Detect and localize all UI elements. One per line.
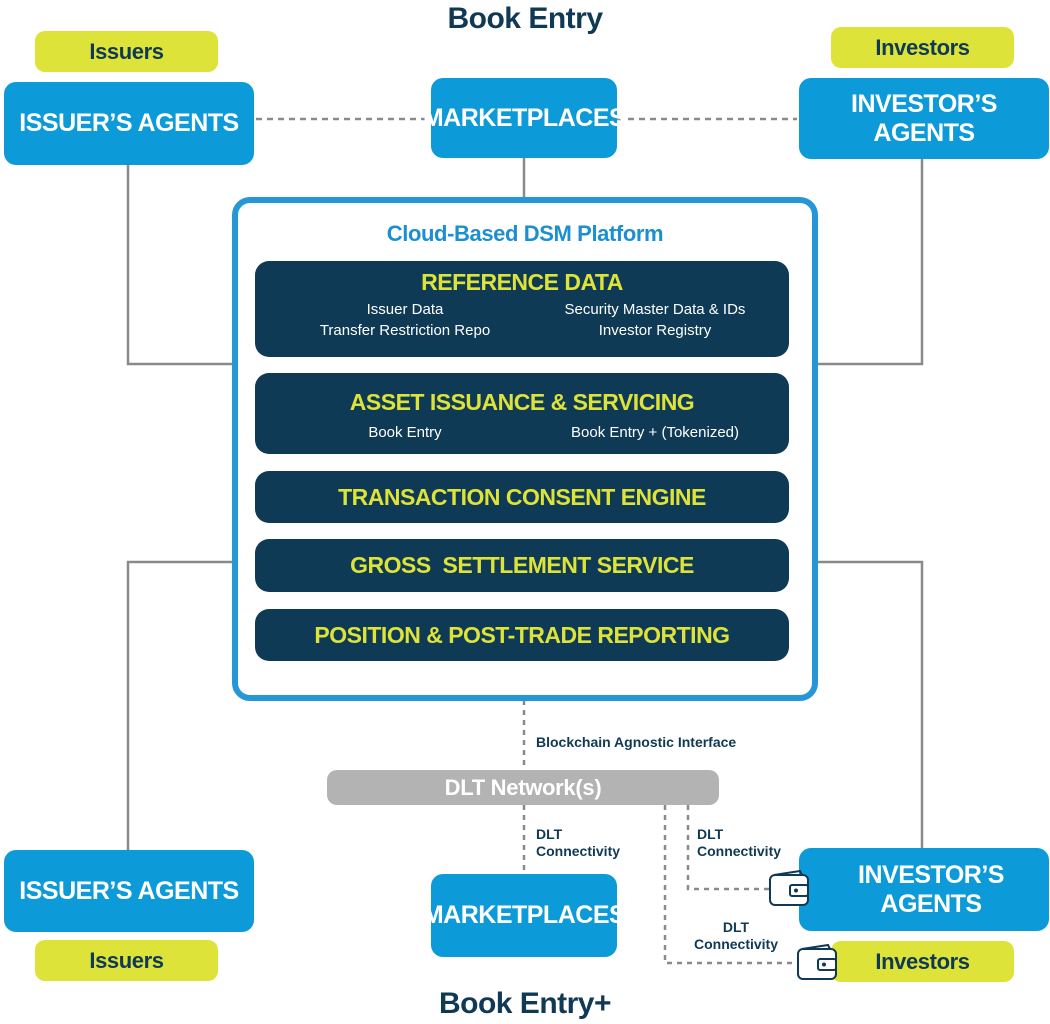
connector-dlt-investor-agents bbox=[686, 805, 770, 891]
wallet-icon bbox=[769, 869, 809, 906]
wallet-icon bbox=[797, 943, 837, 980]
position-reporting-title: POSITION & POST-TRADE REPORTING bbox=[314, 621, 730, 648]
investor-agents-box-top: INVESTOR’S AGENTS bbox=[799, 78, 1049, 159]
issuer-agents-label: ISSUER’S AGENTS bbox=[19, 109, 239, 137]
investor-registry-label: Investor Registry bbox=[598, 322, 712, 339]
reference-data-layer: REFERENCE DATA Issuer Data Security Mast… bbox=[255, 261, 789, 357]
dlt-connectivity-note-marketplaces: DLT Connectivity bbox=[536, 826, 636, 862]
book-entry-title: Book Entry bbox=[447, 2, 603, 35]
dlt-network-label: DLT Network(s) bbox=[444, 774, 602, 800]
transaction-consent-title: TRANSACTION CONSENT ENGINE bbox=[338, 483, 706, 510]
issuer-agents-box-bottom: ISSUER’S AGENTS bbox=[4, 850, 254, 932]
book-entry-label: Book Entry bbox=[368, 424, 442, 441]
gross-settlement-layer: GROSS SETTLEMENT SERVICE bbox=[255, 539, 789, 592]
book-entry-tokenized-label: Book Entry + (Tokenized) bbox=[571, 424, 739, 441]
dlt-note-line2: Connectivity bbox=[693, 936, 778, 952]
investor-agents-box-bottom: INVESTOR’S AGENTS bbox=[799, 848, 1049, 931]
connector-top-investor-platform bbox=[818, 158, 924, 366]
book-entry-plus-title: Book Entry+ bbox=[438, 987, 612, 1020]
dlt-note-line1: DLT bbox=[722, 919, 750, 935]
issuer-agents-label: ISSUER’S AGENTS bbox=[19, 876, 239, 905]
dlt-note-line1: DLT bbox=[697, 826, 724, 842]
dlt-note-line1: DLT bbox=[536, 826, 563, 842]
transfer-restriction-label: Transfer Restriction Repo bbox=[319, 322, 491, 339]
investor-agents-label: INVESTOR’S AGENTS bbox=[858, 860, 1004, 918]
dlt-note-line2: Connectivity bbox=[536, 843, 621, 859]
marketplaces-box-top: MARKETPLACES bbox=[423, 78, 626, 158]
connector-top-issuer-platform bbox=[126, 164, 232, 366]
dlt-note-line2: Connectivity bbox=[697, 843, 782, 859]
security-master-label: Security Master Data & IDs bbox=[564, 301, 746, 318]
connector-dlt-investors bbox=[663, 805, 795, 965]
asset-issuance-layer: ASSET ISSUANCE & SERVICING Book Entry Bo… bbox=[255, 373, 789, 454]
blockchain-agnostic-interface-label: Blockchain Agnostic Interface bbox=[536, 734, 737, 750]
marketplaces-label: MARKETPLACES bbox=[422, 901, 626, 929]
platform-title: Cloud-Based DSM Platform bbox=[386, 221, 664, 246]
connector-bottom-investor-platform bbox=[818, 560, 924, 851]
investor-agents-label: INVESTOR’S AGENTS bbox=[851, 89, 997, 147]
connector-bottom-issuer-platform bbox=[126, 560, 232, 851]
reference-data-title: REFERENCE DATA bbox=[421, 268, 623, 295]
investors-label-bottom: Investors bbox=[831, 941, 1014, 982]
dlt-connectivity-note-investors: DLT Connectivity bbox=[686, 919, 786, 955]
issuer-agents-box-top: ISSUER’S AGENTS bbox=[4, 82, 254, 165]
dlt-connectivity-note-investor-agents: DLT Connectivity bbox=[697, 826, 797, 862]
marketplaces-box-bottom: MARKETPLACES bbox=[423, 874, 626, 957]
dlt-network-bar: DLT Network(s) bbox=[327, 770, 719, 805]
issuers-label-top: Issuers bbox=[35, 31, 218, 72]
transaction-consent-layer: TRANSACTION CONSENT ENGINE bbox=[255, 471, 789, 523]
investors-label-top: Investors bbox=[831, 27, 1014, 68]
asset-issuance-title: ASSET ISSUANCE & SERVICING bbox=[349, 388, 695, 415]
gross-settlement-title: GROSS SETTLEMENT SERVICE bbox=[350, 552, 694, 578]
issuers-label-bottom: Issuers bbox=[35, 940, 218, 981]
position-reporting-layer: POSITION & POST-TRADE REPORTING bbox=[255, 609, 789, 661]
issuer-data-label: Issuer Data bbox=[366, 301, 444, 318]
marketplaces-label: MARKETPLACES bbox=[422, 103, 626, 132]
